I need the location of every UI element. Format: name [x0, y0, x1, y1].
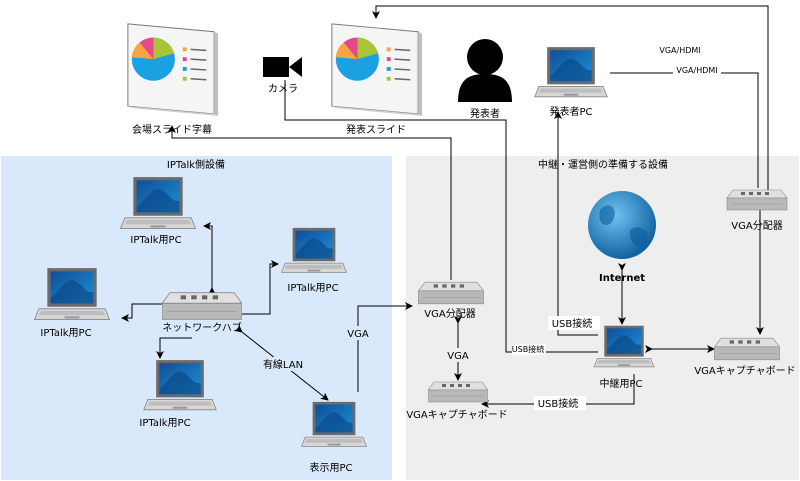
- presenter-slide: 発表スライド: [331, 23, 423, 136]
- label-usb-small: USB接続: [512, 344, 544, 354]
- internet-label: Internet: [599, 273, 645, 284]
- edge-hub-pc4: [156, 337, 192, 359]
- relay-pc-label: 中継用PC: [599, 377, 642, 390]
- edge-splitter-left-to-venue: [168, 125, 452, 280]
- laptop-icon: [534, 46, 608, 98]
- label-usb-bottom: USB接続: [538, 397, 579, 410]
- vga-splitter-right: VGA分配器: [726, 189, 788, 232]
- edge-relaypc-capture-left: [481, 374, 635, 408]
- iptalk-group-title: IPTalk側設備: [167, 158, 225, 171]
- globe-icon: [588, 191, 656, 259]
- venue-screen-label: 会場スライド字幕: [132, 123, 212, 136]
- presenter-slide-label: 発表スライド: [346, 123, 406, 136]
- label-wired-lan: 有線LAN: [263, 358, 303, 371]
- iptalk-pc-3: IPTalk用PC: [33, 267, 111, 339]
- edge-presenterpc-to-splitter: [610, 72, 759, 188]
- iptalk-pc-1: IPTalk用PC: [119, 176, 197, 246]
- relay-group-title: 中継・運営側の準備する設備: [538, 158, 668, 171]
- edge-displaypc-to-splitter: [357, 302, 413, 392]
- capture-board-icon: [714, 337, 780, 361]
- vga-splitter-left-label: VGA分配器: [424, 308, 475, 320]
- internet: Internet: [588, 191, 656, 284]
- vga-capture-left-label: VGAキャプチャボード: [406, 409, 507, 421]
- camera-icon: [263, 57, 289, 77]
- iptalk-pc-1-label: IPTalk用PC: [130, 235, 181, 246]
- presenter-pc: 発表者PC: [534, 46, 608, 118]
- splitter-icon: [726, 189, 788, 211]
- display-pc: 表示用PC: [300, 401, 368, 474]
- vga-capture-right: VGAキャプチャボード: [694, 337, 796, 377]
- iptalk-pc-2: IPTalk用PC: [280, 227, 348, 294]
- display-pc-label: 表示用PC: [309, 461, 352, 474]
- person-icon: [467, 39, 503, 75]
- capture-board-icon: [428, 381, 488, 403]
- iptalk-pc-2-label: IPTalk用PC: [287, 283, 338, 294]
- network-hub-label: ネットワークハブ: [162, 321, 242, 334]
- vga-capture-left: VGAキャプチャボード: [406, 381, 508, 421]
- label-vga-display: VGA: [347, 329, 369, 340]
- splitter-icon: [418, 281, 484, 305]
- relay-pc: 中継用PC: [593, 325, 655, 390]
- label-vga-hdmi-top: VGA/HDMI: [659, 46, 700, 55]
- venue-screen: 会場スライド字幕: [127, 23, 219, 136]
- edge-splitter-right-to-slide: [372, 5, 769, 196]
- edge-hub-pc1: [203, 222, 216, 295]
- presenter-pc-label: 発表者PC: [549, 105, 592, 118]
- label-vga-hdmi: VGA/HDMI: [676, 66, 717, 75]
- iptalk-pc-4: IPTalk用PC: [139, 359, 217, 429]
- vga-splitter-right-label: VGA分配器: [731, 220, 782, 232]
- edge-hub-pc2: [238, 260, 279, 315]
- vga-splitter-left: VGA分配器: [418, 281, 484, 320]
- iptalk-pc-4-label: IPTalk用PC: [139, 418, 190, 429]
- edge-relaypc-to-presenterpc: [554, 111, 598, 336]
- edge-hub-pc3: [121, 303, 162, 322]
- camera-label: カメラ: [268, 83, 298, 95]
- vga-capture-right-label: VGAキャプチャボード: [694, 365, 795, 377]
- network-hub: ネットワークハブ: [162, 291, 242, 334]
- camera: カメラ: [263, 57, 302, 95]
- label-vga-mid: VGA: [447, 351, 469, 362]
- presenter-label: 発表者: [470, 107, 500, 120]
- label-usb-top: USB接続: [552, 317, 593, 330]
- iptalk-pc-3-label: IPTalk用PC: [40, 328, 91, 339]
- presenter: 発表者: [458, 39, 512, 120]
- hub-icon: [162, 291, 242, 321]
